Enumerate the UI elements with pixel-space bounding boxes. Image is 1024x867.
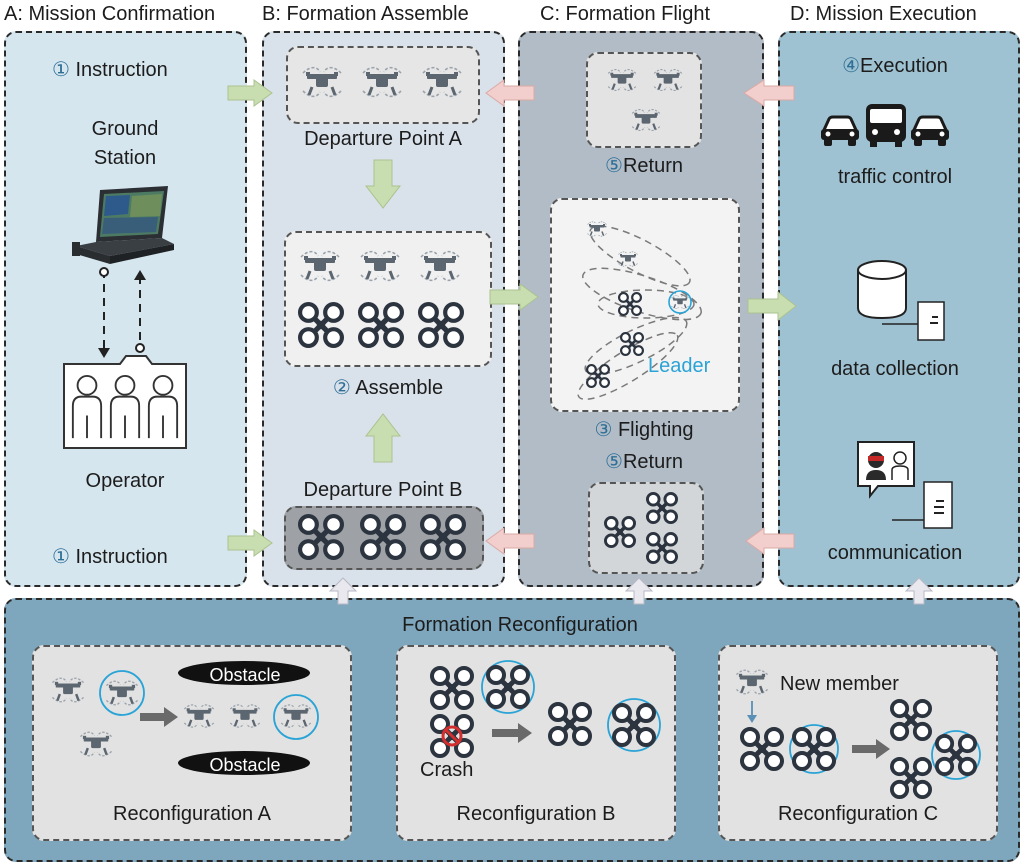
quadcopter-icon [548,702,592,746]
quadcopter-icon [740,727,784,771]
crashed-quadcopter-icon [430,714,474,758]
obstacle-top-label: Obstacle [209,665,281,685]
green-arrow-right [227,529,273,557]
leader-label: Leader [648,355,711,377]
quadcopter-icon [935,734,977,776]
reconfiguration-b-label: Reconfiguration B [456,803,616,825]
instruction-bottom-label: ① Instruction [52,546,168,568]
reconfiguration-a-label: Reconfiguration A [113,803,271,825]
quadcopter-icon [618,292,642,316]
quadcopter-icon [298,514,344,560]
drone-icon [51,677,85,703]
quadcopter-icon [646,492,678,524]
quadcopter-icon [586,364,610,388]
communication-label: communication [827,542,963,564]
pink-arrow-left [485,527,535,555]
reconfiguration-b-diagram [481,660,661,752]
column-header-b: B: Formation Assemble [262,3,469,25]
pink-arrow-left [745,527,795,555]
drone-icon [359,250,401,282]
pink-arrow-left [743,79,795,107]
execution-label: ④Execution [842,55,948,77]
quadcopter-icon [358,302,404,348]
quadcopter-icon [360,514,406,560]
flight-formation-box [550,198,740,412]
communication-icon [857,441,953,529]
departure-point-a-label: Departure Point A [304,128,462,150]
quadcopter-icon [646,532,678,564]
quadcopter-icon [612,703,656,747]
quadcopter-icon [430,666,474,710]
up-arrow-c [624,577,654,605]
new-member-drone-icon [735,669,769,695]
drone-icon [617,251,639,267]
operator-label: Operator [85,470,165,492]
green-arrow-right [227,79,273,107]
drone-icon [299,250,341,282]
data-collection-label: data collection [831,358,959,380]
quadcopter-icon [486,665,530,709]
quadcopter-icon [890,699,932,741]
link-arrows-icon [98,267,146,358]
drone-icon [183,703,215,729]
laptop-icon [72,186,174,264]
green-arrow-right [747,290,797,322]
drone-icon [280,703,312,729]
green-arrow-right [489,283,539,311]
v-formation-diagram [577,225,702,401]
drone-icon [105,680,139,706]
panel-mission-confirmation [4,31,247,587]
quadcopter-icon [792,727,836,771]
drone-icon [653,68,683,92]
column-header-d: D: Mission Execution [790,3,977,25]
drone-icon [631,108,661,132]
reconfiguration-c-label: Reconfiguration C [777,803,939,825]
column-header-c: C: Formation Flight [540,3,711,25]
return-bottom-label: ⑤Return [605,451,683,473]
green-arrow-up [364,413,402,463]
return-top-label: ⑤Return [605,155,683,177]
operator-icon [63,355,187,449]
drone-icon [301,66,343,98]
ground-station-line2: Station [93,147,157,169]
pink-arrow-left [485,79,535,107]
return-top-box [586,52,702,148]
obstacle-bottom-label: Obstacle [209,755,281,775]
instruction-top-label: ① Instruction [52,59,168,81]
reconfiguration-title: Formation Reconfiguration [402,614,638,636]
database-server-icon [857,260,945,341]
quadcopter-icon [620,332,644,356]
crash-label: Crash [420,759,474,781]
ground-station-line1: Ground [91,118,159,140]
drone-icon [421,66,463,98]
quadcopter-icon [420,514,466,560]
drone-icon [607,68,637,92]
traffic-control-label: traffic control [837,166,953,188]
green-arrow-down [364,159,402,209]
drone-icon [586,221,608,237]
drone-icon [229,703,261,729]
vehicles-icon [820,104,950,148]
quadcopter-icon [298,302,344,348]
up-arrow-b [328,577,358,605]
drone-icon [419,250,461,282]
quadcopter-icon [418,302,464,348]
quadcopter-icon [890,757,932,799]
leader-drone-icon [670,294,690,310]
new-member-label: New member [780,673,899,695]
reconfiguration-a-diagram [99,661,319,775]
reconfiguration-c-diagram [747,701,981,780]
column-header-a: A: Mission Confirmation [4,3,216,25]
drone-icon [361,66,403,98]
quadcopter-icon [604,516,636,548]
up-arrow-d [904,577,934,605]
departure-point-b-label: Departure Point B [303,479,463,501]
drone-icon [79,731,113,757]
flighting-label: ③ Flighting [594,419,694,441]
assemble-label: ② Assemble [332,377,444,399]
